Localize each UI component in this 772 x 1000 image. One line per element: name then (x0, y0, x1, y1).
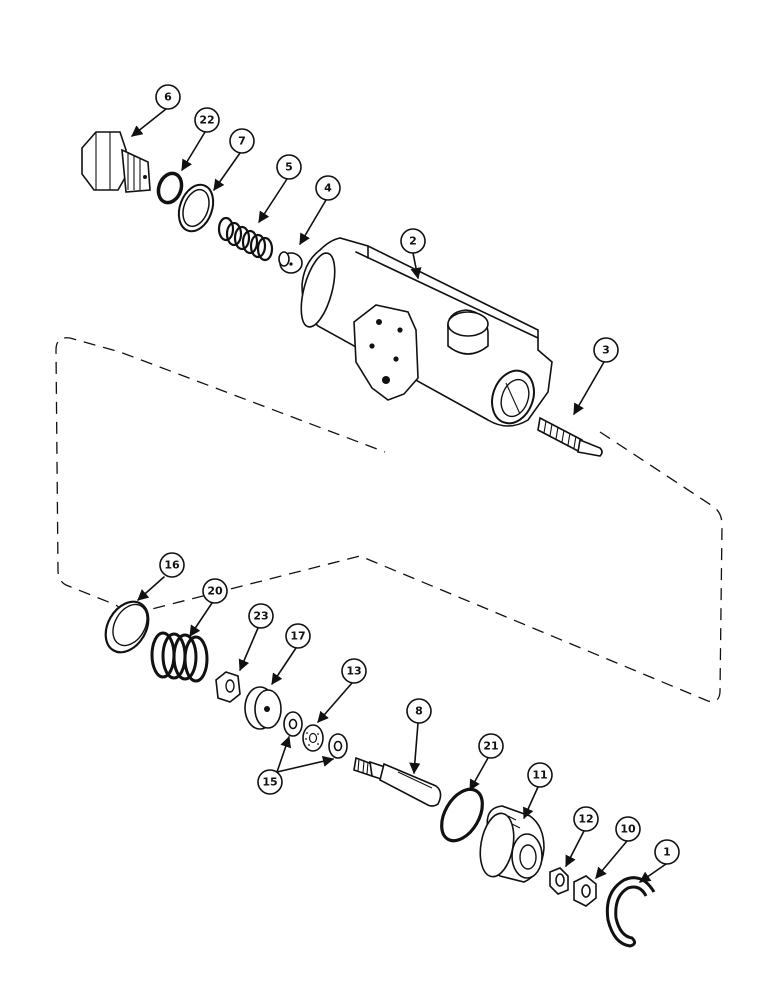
callout-11: 11 (527, 762, 553, 788)
large-spring-part (150, 631, 209, 683)
housing-part (300, 237, 553, 427)
callout-17: 17 (285, 623, 311, 649)
adjusting-screw-part (537, 416, 603, 457)
svg-text:21: 21 (483, 740, 498, 753)
svg-text:7: 7 (238, 135, 246, 148)
callout-1: 1 (654, 839, 680, 865)
washer-part (177, 183, 215, 233)
callout-2: 2 (400, 228, 426, 254)
shim-part (302, 724, 324, 752)
assembly-dashed-line (55, 337, 723, 703)
svg-text:15: 15 (262, 776, 277, 789)
callout-3: 3 (593, 337, 619, 363)
callout-8: 8 (406, 698, 432, 724)
callout-20: 20 (202, 578, 228, 604)
svg-text:4: 4 (324, 182, 332, 195)
svg-text:13: 13 (346, 665, 361, 678)
poppet-part (278, 251, 303, 274)
callout-23: 23 (248, 603, 274, 629)
shaft-part (353, 756, 442, 807)
callout-22: 22 (194, 107, 220, 133)
svg-text:8: 8 (415, 705, 423, 718)
small-nut-part (549, 867, 569, 895)
svg-text:23: 23 (253, 610, 268, 623)
washer-upper-part (283, 711, 303, 737)
svg-text:5: 5 (285, 161, 293, 174)
spring-part (217, 216, 274, 262)
svg-text:12: 12 (578, 813, 593, 826)
plug-part (81, 131, 151, 193)
snap-ring-part (605, 876, 656, 948)
svg-text:16: 16 (164, 559, 180, 572)
callout-13: 13 (341, 658, 367, 684)
svg-text:17: 17 (290, 630, 305, 643)
callout-16: 16 (159, 552, 185, 578)
nut-part (215, 671, 241, 703)
callout-4: 4 (315, 175, 341, 201)
lock-nut-part (573, 875, 597, 907)
leader-lines (131, 108, 667, 883)
callout-21: 21 (478, 733, 504, 759)
retaining-ring-part (104, 600, 150, 654)
callout-10: 10 (615, 816, 641, 842)
bushing-part (479, 805, 545, 883)
o-ring-part (156, 171, 184, 205)
callout-7: 7 (229, 128, 255, 154)
svg-text:1: 1 (663, 846, 671, 859)
callout-6: 6 (155, 84, 181, 110)
svg-text:20: 20 (207, 585, 223, 598)
svg-text:10: 10 (620, 823, 636, 836)
callout-5: 5 (276, 154, 302, 180)
svg-text:3: 3 (602, 344, 610, 357)
svg-text:11: 11 (532, 769, 547, 782)
svg-text:2: 2 (409, 235, 417, 248)
callout-15: 15 (257, 769, 283, 795)
spring-seat-part (244, 686, 282, 730)
callout-12: 12 (573, 806, 599, 832)
svg-text:6: 6 (164, 91, 172, 104)
svg-text:22: 22 (199, 114, 214, 127)
washer-lower-part (328, 733, 348, 759)
